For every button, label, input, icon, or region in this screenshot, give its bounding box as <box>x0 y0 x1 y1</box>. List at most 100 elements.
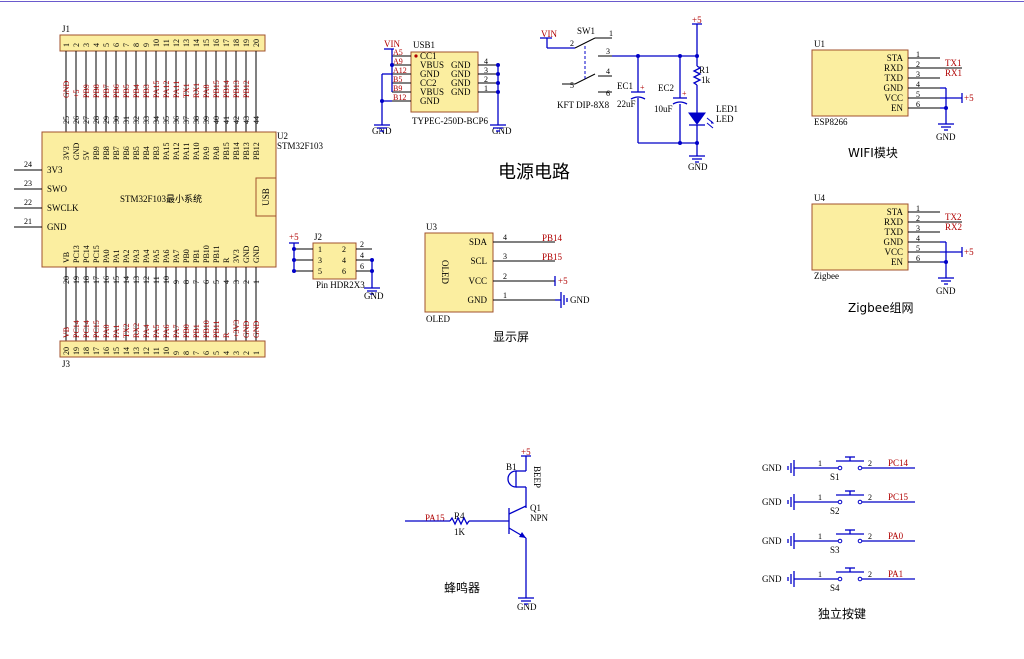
mcu-bottom-pin-name: PA7 <box>172 250 181 264</box>
buzzer-body <box>507 470 517 488</box>
usb1-left-pin-name: VBUS <box>420 60 444 70</box>
ec2-ref: EC2 <box>658 83 674 93</box>
j1-pin-number: 10 <box>152 39 161 47</box>
j3-pins: 20VB19PC1418PC1417PC1516PA015PA114TX213R… <box>62 320 261 355</box>
j1-net-label: PB5 <box>122 84 131 98</box>
j1-net-label: PB12 <box>242 80 251 98</box>
header-j3: J3 20VB19PC1418PC1417PC1516PA015PA114TX2… <box>59 320 266 369</box>
u1-net-rx: RX1 <box>945 68 962 78</box>
j3-body <box>59 340 266 358</box>
u4-pin-number: 1 <box>916 204 920 213</box>
j1-net-label: RX1 <box>192 83 201 98</box>
u3-pin-name: SDA <box>469 237 488 247</box>
key-gnd-label: GND <box>762 497 782 507</box>
usb1-left-pin-id: B9 <box>393 84 402 93</box>
key-pin-number: 1 <box>818 493 822 502</box>
power-gnd-label: GND <box>688 162 708 172</box>
j1-net-label: PB3 <box>142 84 151 98</box>
key-ref: S2 <box>830 506 840 516</box>
j1-net-label: PA15 <box>152 81 161 99</box>
q1-ref: Q1 <box>530 503 541 513</box>
j1-pin-number: 12 <box>172 39 181 47</box>
u3-net-gnd: GND <box>570 295 590 305</box>
ec1-ref: EC1 <box>617 81 633 91</box>
j3-net-label: GND <box>242 320 251 338</box>
mcu-top-pin-number: 25 <box>62 116 71 124</box>
j1-net-label: TX1 <box>182 83 191 98</box>
key-gnd-label: GND <box>762 574 782 584</box>
header-j1: J1 1GND2+53PB94PB85PB76PB67PB58PB49PB310… <box>59 24 266 132</box>
j3-net-label: TX2 <box>122 323 131 338</box>
key-contact-right <box>857 465 863 471</box>
j2-left-pin-number: 1 <box>318 245 322 254</box>
u4-net-rx: RX2 <box>945 222 962 232</box>
usb1-right-pin-number: 3 <box>484 66 488 75</box>
section-title-wifi: WIFI模块 <box>848 146 898 160</box>
j1-net-label: PA8 <box>202 85 211 99</box>
key-contact-left <box>837 499 843 505</box>
r4-ref: R4 <box>454 511 465 521</box>
mcu-body <box>41 131 277 268</box>
u3-pin-name: VCC <box>468 276 487 286</box>
j1-net-label: GND <box>62 80 71 98</box>
j1-pin-number: 16 <box>212 39 221 47</box>
mcu-bottom-pin-number: 3 <box>232 280 241 284</box>
u4-pin-number: 5 <box>916 244 920 253</box>
usb1-left-pin-id: A12 <box>393 66 407 75</box>
u3-body <box>424 232 494 313</box>
j1-net-label: PB8 <box>92 84 101 98</box>
j3-net-label: PB1 <box>192 324 201 338</box>
mcu-pins: 253V326GND275V28PB929PB830PB731PB632PB53… <box>14 116 261 341</box>
mcu-top-pin-name: PA10 <box>192 143 201 161</box>
j2-body <box>312 242 357 280</box>
j1-pin-number: 11 <box>162 39 171 47</box>
mcu-top-pin-number: 44 <box>252 116 261 124</box>
j1-net-label: PA12 <box>162 81 171 99</box>
mcu-bottom-pin-name: GND <box>242 245 251 263</box>
key-pin-number: 2 <box>868 570 872 579</box>
mcu-bottom-pin-number: 19 <box>72 276 81 284</box>
b1-ref: B1 <box>506 462 517 472</box>
u4-pin-number: 4 <box>916 234 920 243</box>
j1-pin-number: 20 <box>252 39 261 47</box>
key-pin-number: 2 <box>868 493 872 502</box>
mcu-top-pin-name: PB8 <box>102 146 111 160</box>
mcu-left-pin-number: 21 <box>24 217 32 226</box>
usb1-ref: USB1 <box>413 40 435 50</box>
j3-net-label: PC14 <box>72 320 81 338</box>
usb1-left-pin-id: B12 <box>393 93 406 102</box>
u1-pin-number: 2 <box>916 60 920 69</box>
u4-pin-name: VCC <box>884 247 903 257</box>
key-net-label: PA0 <box>888 531 904 541</box>
ground-junction <box>695 141 699 145</box>
u4-ref: U4 <box>814 193 825 203</box>
mcu-top-pin-number: 41 <box>222 116 231 124</box>
sw1-value: KFT DIP-8X8 <box>557 100 610 110</box>
key-contact-left <box>837 538 843 544</box>
j1-pin-number: 18 <box>232 39 241 47</box>
j1-ref: J1 <box>62 24 70 34</box>
u3-pin-number: 2 <box>503 272 507 281</box>
j2-right-pin-number: 2 <box>342 245 346 254</box>
mcu-top-pin-name: PB7 <box>112 146 121 160</box>
ec2-plate-bottom <box>672 101 688 105</box>
mcu-bottom-pin-name: GND <box>252 245 261 263</box>
mcu-top-pin-number: 28 <box>92 116 101 124</box>
j1-net-label: PB15 <box>212 80 221 98</box>
mcu-bottom-pin-name: PC14 <box>82 245 91 263</box>
mcu-bottom-pin-name: PB1 <box>192 249 201 263</box>
mcu-bottom-pin-number: 13 <box>132 276 141 284</box>
j2-ground <box>364 282 380 295</box>
mcu-top-pin-number: 26 <box>72 116 81 124</box>
r4-value: 1K <box>454 527 466 537</box>
mcu-top-pin-name: PB12 <box>252 142 261 160</box>
mcu-top-pin-name: PB15 <box>222 142 231 160</box>
key-pin-number: 2 <box>868 532 872 541</box>
